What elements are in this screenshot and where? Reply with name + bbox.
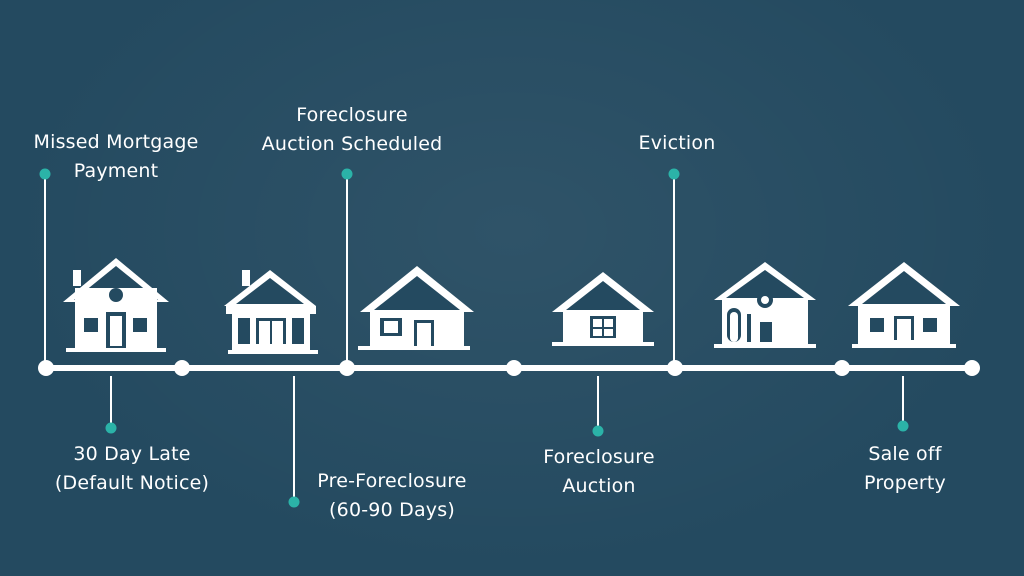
marker-missed-mortgage-payment [39,168,51,180]
marker-foreclosure-auction [592,425,604,437]
label-pre-foreclosure: Pre-Foreclosure (60-90 Days) [317,470,467,521]
house-round-window-icon [848,262,960,348]
label-missed-mortgage-payment: Missed Mortgage Payment [33,131,199,182]
house-chimney-round-window-icon [63,258,169,352]
marker-foreclosure-auction-scheduled [341,168,353,180]
marker-sale-off-property [897,420,909,432]
label-foreclosure-auction: Foreclosure Auction [543,446,655,497]
timeline-node-2 [174,360,190,376]
house-porch-columns-icon [224,270,318,354]
marker-30-day-late [105,422,117,434]
label-eviction: Eviction [638,132,716,154]
timeline-node-1 [38,360,54,376]
house-gable-round-window-icon [714,262,816,348]
timeline-node-6 [834,360,850,376]
label-sale-off-property: Sale off Property [864,443,946,494]
marker-eviction [668,168,680,180]
timeline-node-7 [964,360,980,376]
label-30-day-late: 30 Day Late (Default Notice) [54,443,210,494]
timeline-node-5 [667,360,683,376]
house-small-window-icon [552,272,654,346]
timeline-node-3 [339,360,355,376]
timeline-node-4 [506,360,522,376]
house-wide-roof-icon [358,266,474,350]
label-foreclosure-auction-scheduled: Foreclosure Auction Scheduled [261,104,443,155]
marker-pre-foreclosure [288,496,300,508]
